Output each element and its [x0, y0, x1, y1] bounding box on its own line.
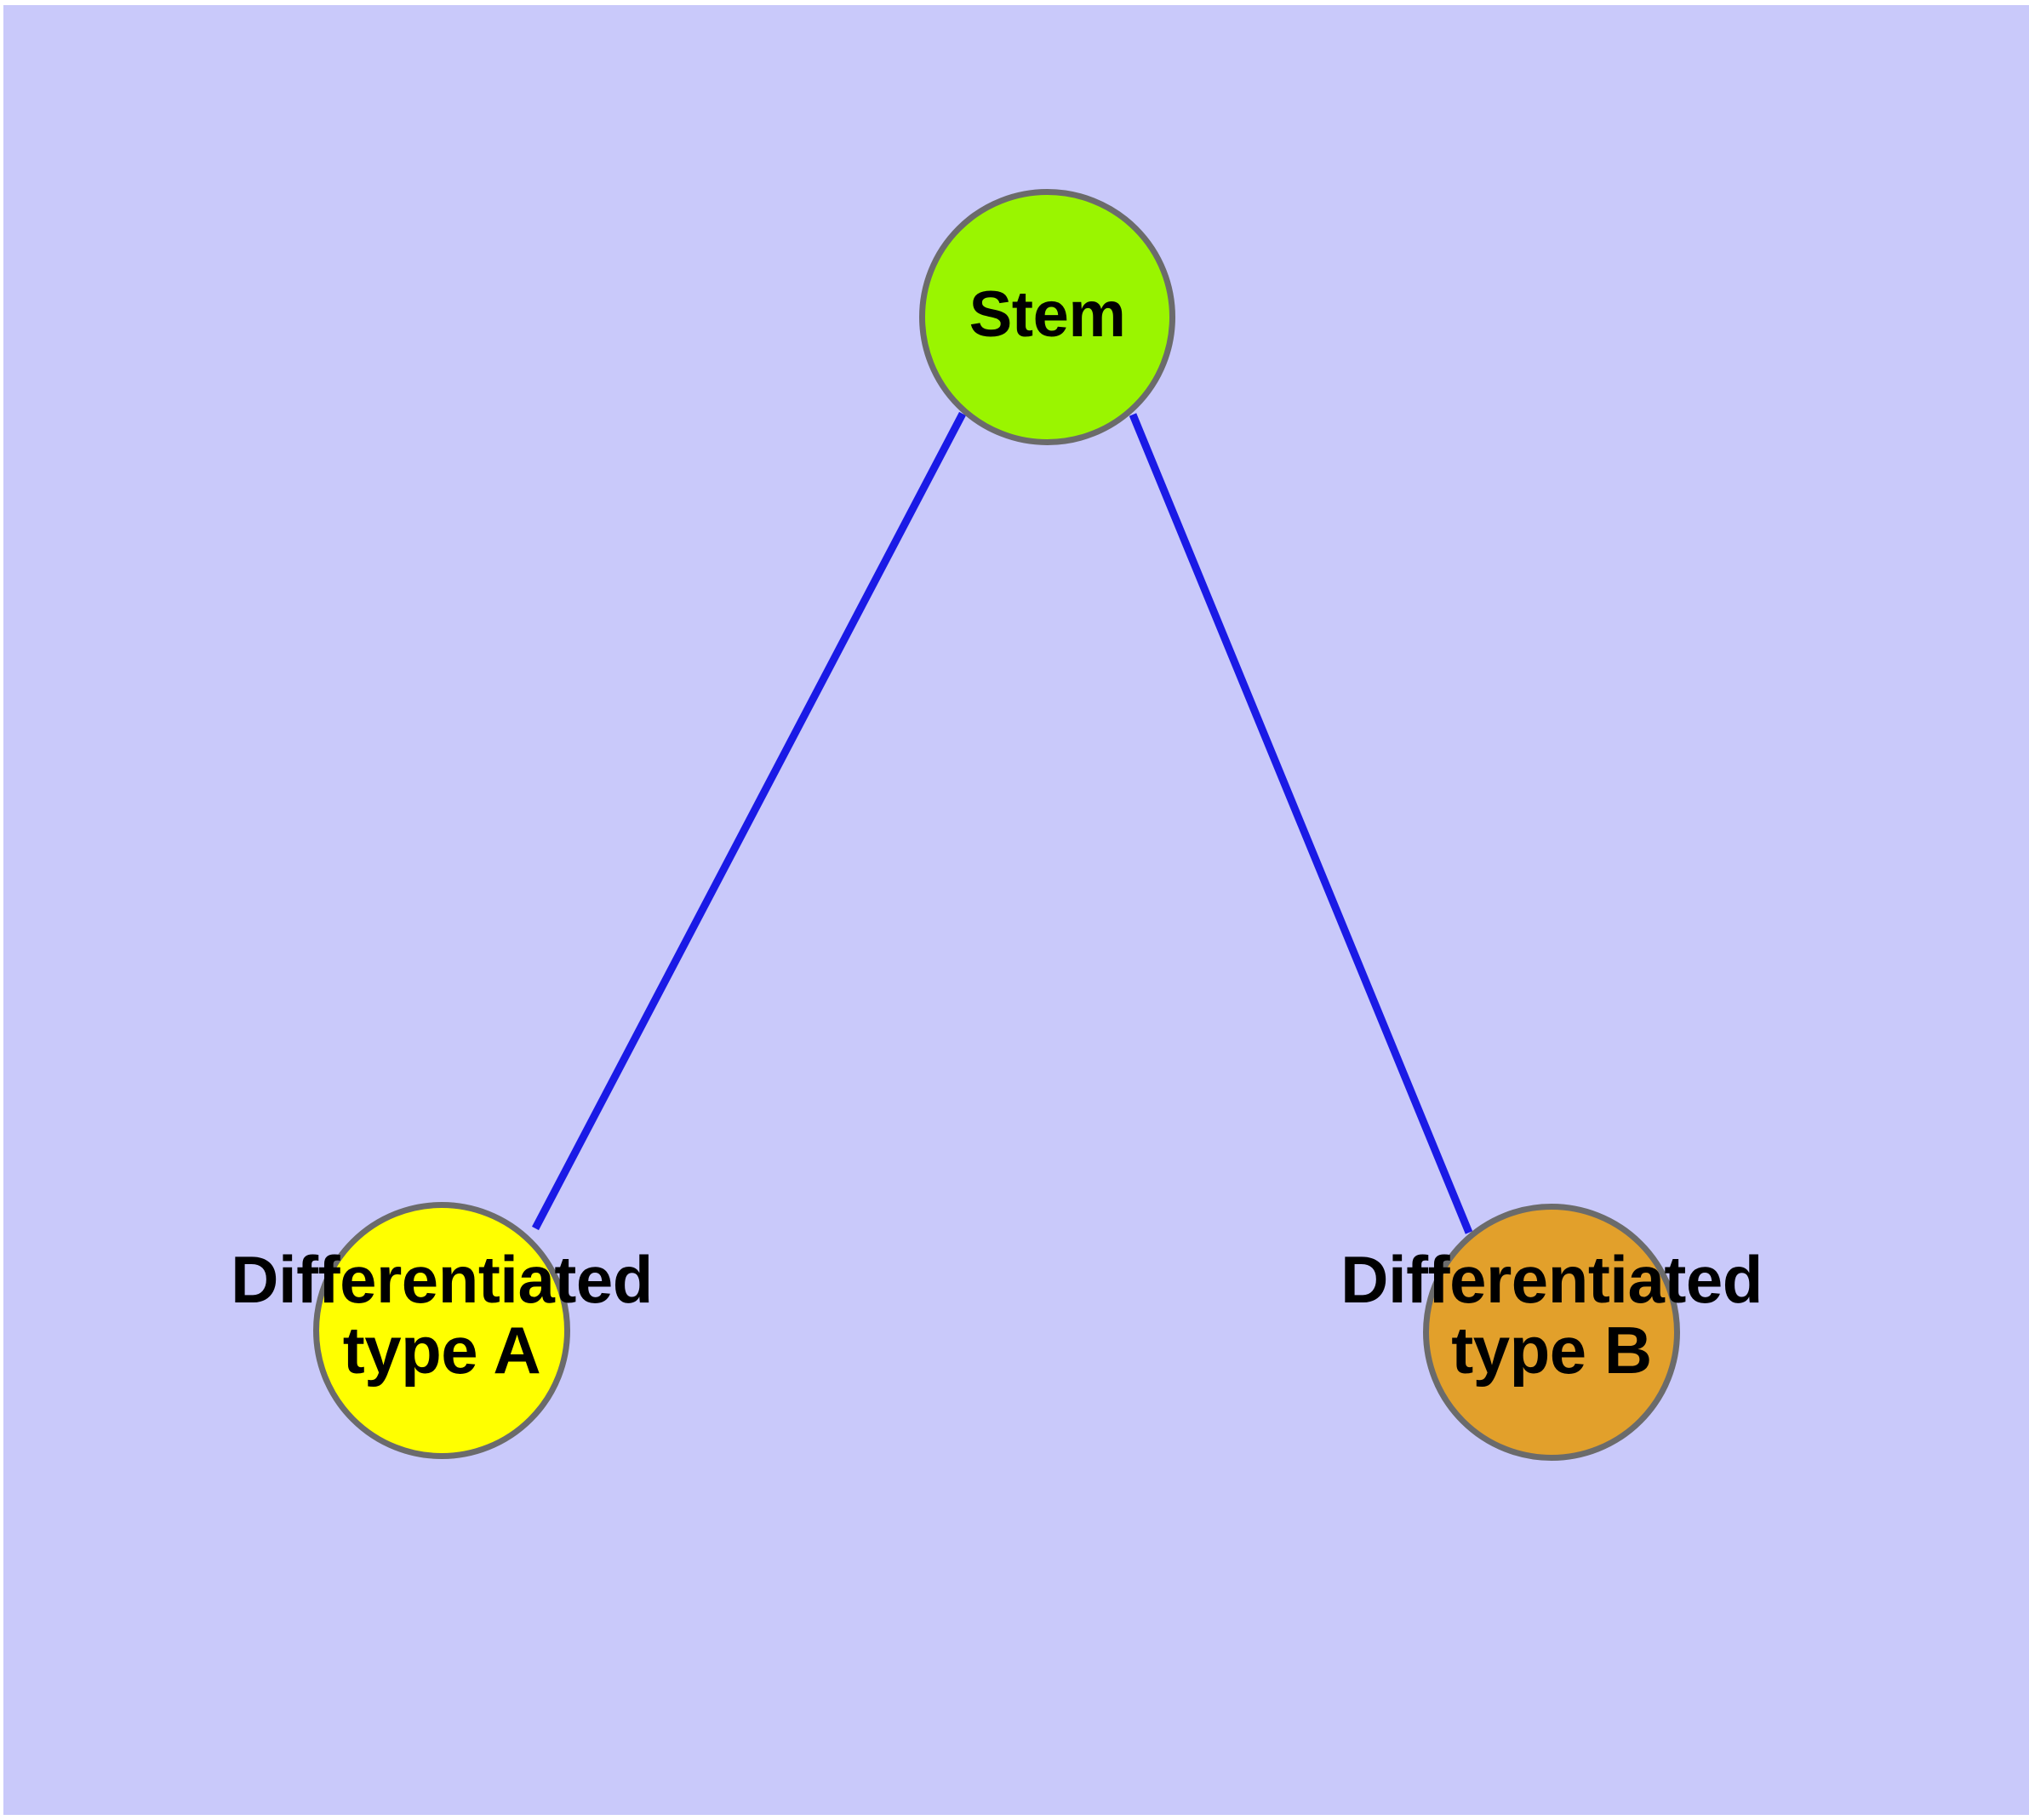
node-stem[interactable]: [919, 189, 1175, 445]
edge-stem-to-diff-a: [532, 411, 966, 1231]
edge-stem-to-diff-b: [1129, 413, 1473, 1234]
node-differentiated-type-b[interactable]: [1423, 1204, 1680, 1461]
node-differentiated-type-a[interactable]: [313, 1202, 570, 1459]
